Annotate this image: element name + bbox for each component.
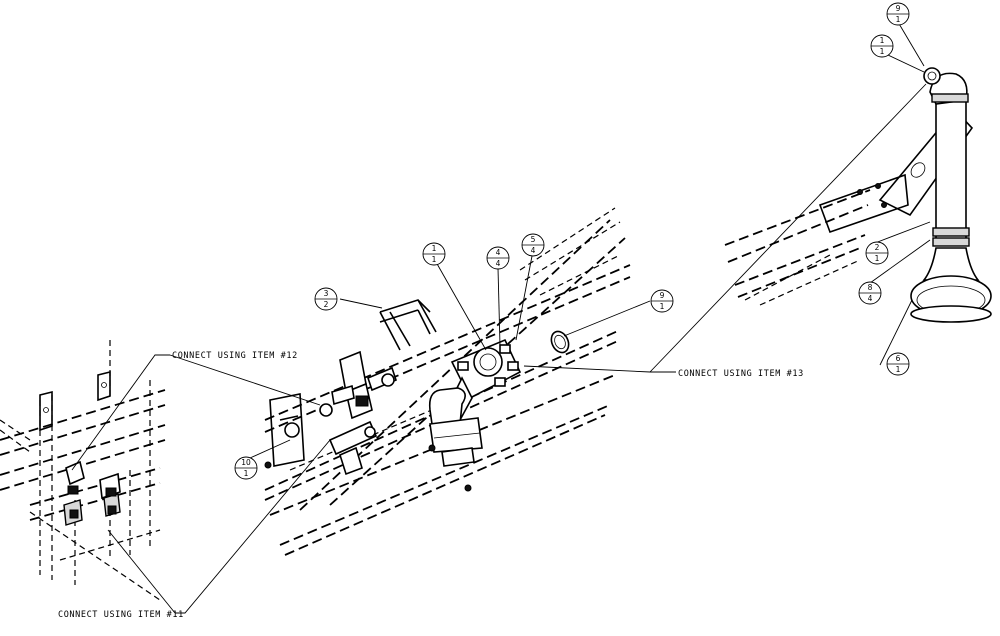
balloon-item: 1 <box>432 244 437 253</box>
balloon-4-4: 4 4 <box>486 246 510 270</box>
balloon-item: 4 <box>496 248 501 257</box>
balloon-qty: 1 <box>896 15 901 24</box>
balloon-1-1-mid: 1 1 <box>422 242 446 266</box>
balloon-qty: 1 <box>660 302 665 311</box>
balloon-9-1-mid: 9 1 <box>650 289 674 313</box>
balloon-qty: 4 <box>868 294 873 303</box>
note-connect-item-13: CONNECT USING ITEM #13 <box>678 369 804 379</box>
note-connect-item-11: CONNECT USING ITEM #11 <box>58 610 184 620</box>
right-boom-arm <box>724 67 992 323</box>
balloon-6-1: 6 1 <box>886 352 910 376</box>
balloon-qty: 1 <box>244 469 249 478</box>
balloon-item: 2 <box>875 243 880 252</box>
balloon-item: 6 <box>896 354 901 363</box>
balloon-item: 9 <box>660 291 665 300</box>
balloon-10-1: 10 1 <box>234 456 258 480</box>
balloon-item: 8 <box>868 283 873 292</box>
main-boom <box>264 207 631 556</box>
balloon-8-4: 8 4 <box>858 281 882 305</box>
balloon-5-4: 5 4 <box>521 233 545 257</box>
valve-assembly <box>264 299 570 492</box>
balloon-qty: 1 <box>880 47 885 56</box>
balloon-item: 10 <box>241 458 251 467</box>
balloon-9-1-top: 9 1 <box>886 2 910 26</box>
balloon-qty: 1 <box>432 255 437 264</box>
balloon-item: 1 <box>880 36 885 45</box>
balloon-qty: 2 <box>324 300 329 309</box>
balloon-item: 9 <box>896 4 901 13</box>
left-frame-structure <box>0 340 166 601</box>
balloon-3-2: 3 2 <box>314 287 338 311</box>
balloon-1-1-top: 1 1 <box>870 34 894 58</box>
balloon-qty: 1 <box>875 254 880 263</box>
balloon-item: 3 <box>324 289 329 298</box>
balloon-qty: 4 <box>531 246 536 255</box>
note-connect-item-12: CONNECT USING ITEM #12 <box>172 351 298 361</box>
balloon-qty: 4 <box>496 259 501 268</box>
balloon-2-1: 2 1 <box>865 241 889 265</box>
balloon-item: 5 <box>531 235 536 244</box>
balloon-qty: 1 <box>896 365 901 374</box>
leader-lines <box>71 21 931 614</box>
